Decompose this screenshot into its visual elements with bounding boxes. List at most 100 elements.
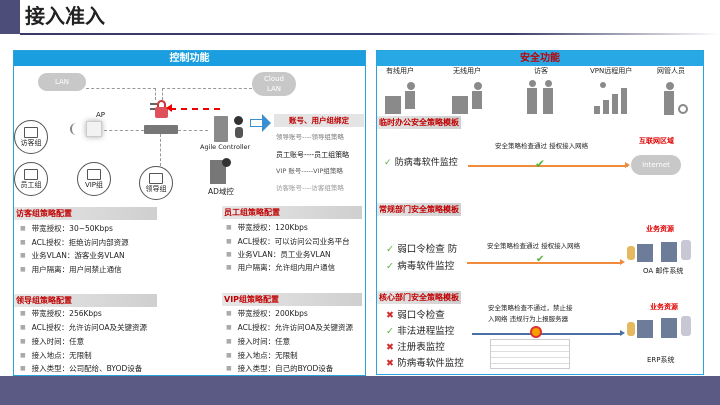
page-title: 接入准入 <box>25 4 105 28</box>
policy-item: 用户隔离：用户间禁止通信 <box>20 265 122 274</box>
check-item: ✖ 弱口令检查 <box>386 310 445 321</box>
check-label: 防病毒软件监控 <box>394 158 458 168</box>
user-type-label: 访客 <box>534 67 548 75</box>
laptop-icon <box>24 169 38 180</box>
arrow-head <box>620 330 628 336</box>
policy-item: ACL授权：允许访问OA及关键资源 <box>226 323 353 332</box>
pass-check-icon: ✔ <box>535 157 546 171</box>
check-pass-icon: ✓ <box>384 158 395 168</box>
laptop-icon <box>87 169 101 180</box>
binding-item: 访客账号----访客组策略 <box>276 184 344 192</box>
policy-item: 带宽授权：30~50Kbps <box>20 224 113 233</box>
group-staff: 员工组 <box>14 162 48 196</box>
check-pass-icon: ✓ <box>386 261 398 272</box>
group-label: VIP组 <box>84 181 104 189</box>
check-fail-icon: ✖ <box>386 358 398 369</box>
check-item: ✓ 病毒软件监控 <box>386 261 454 272</box>
check-pass-icon: ✓ <box>386 244 398 255</box>
check-label: 非法进程监控 <box>397 326 455 337</box>
policy-item: 接入地点：无限制 <box>226 351 298 360</box>
flow-text: 安全策略检查通过 授权接入网络 <box>487 242 581 250</box>
security-panel-header: 安全功能 <box>377 51 703 66</box>
database-icon <box>235 127 243 138</box>
check-item: ✓ 弱口令检查 防 <box>386 244 457 255</box>
template-core-title: 核心部门安全策略模板 <box>377 291 461 304</box>
link-line <box>104 130 144 131</box>
policy-item: 业务VLAN：游客业务VLAN <box>20 251 125 260</box>
flow-arrow <box>468 165 628 167</box>
policy-item: 接入时间：任意 <box>226 337 291 346</box>
desktop-icon <box>149 173 163 184</box>
check-label: 弱口令检查 <box>397 310 445 321</box>
policy-vip-title: VIP组策略配置 <box>222 293 362 306</box>
flow-text: 安全策略检查不通过，禁止接 <box>488 304 573 312</box>
arrow-head <box>620 259 628 265</box>
policy-item: ACL授权：拒绝访问内部资源 <box>20 238 129 247</box>
policy-item: 接入类型：自己的BYOD设备 <box>226 364 334 373</box>
zone-label: 互联网区域 <box>639 137 674 145</box>
check-fail-icon: ✖ <box>386 310 398 321</box>
check-item: ✓ 防病毒软件监控 <box>384 158 458 169</box>
erp-servers-icon <box>627 316 697 340</box>
visitor-handshake-icon <box>523 80 559 116</box>
policy-item: 接入时间：任意 <box>20 337 85 346</box>
policy-leader-title: 领导组策略配置 <box>14 294 157 307</box>
check-item: ✖ 注册表监控 <box>386 342 445 353</box>
title-accent-bar <box>0 0 20 34</box>
policy-item: 带宽授权：120Kbps <box>226 223 308 232</box>
user-type-label: 无线用户 <box>453 67 481 75</box>
laptop-icon <box>24 127 38 138</box>
check-pass-icon: ✓ <box>386 326 398 337</box>
flow-arrow <box>472 333 622 335</box>
arrow-head <box>166 104 172 112</box>
group-label: 领导组 <box>145 185 167 193</box>
link-line <box>160 134 161 166</box>
ap-label: AP <box>96 111 106 119</box>
user-type-label: 有线用户 <box>386 67 414 75</box>
group-label: 员工组 <box>20 181 42 189</box>
internet-cloud-icon: Internet <box>631 155 681 175</box>
check-fail-icon: ✖ <box>386 342 398 353</box>
wireless-user-icon <box>452 82 490 115</box>
flow-text: 入网络 违规行为上报服务器 <box>488 315 569 323</box>
lan-cloud-icon: LAN <box>38 73 86 91</box>
group-label: 访客组 <box>20 139 42 147</box>
agile-controller-server-icon <box>214 116 228 142</box>
policy-item: 用户隔离：允许组内用户通信 <box>226 263 336 272</box>
cloud-lan-label: Cloud LAN <box>264 75 284 93</box>
ap-icon <box>86 121 102 137</box>
check-item: ✖ 防病毒软件监控 <box>386 358 464 369</box>
flow-arrow <box>467 262 622 264</box>
zone-label: 业务资源 <box>650 303 678 311</box>
link-line <box>178 130 208 131</box>
lan-label: LAN <box>54 78 70 86</box>
binding-item: VIP 账号-----VIP组策略 <box>276 167 343 175</box>
target-label: OA 邮件系统 <box>643 267 684 275</box>
link-line <box>86 88 156 89</box>
oa-servers-icon <box>627 240 697 262</box>
link-line <box>162 88 252 89</box>
policy-item: ACL授权：允许访问OA及关键资源 <box>20 323 147 332</box>
ad-server-icon <box>210 160 226 184</box>
policy-item: 业务VLAN：员工业务VLAN <box>226 250 331 259</box>
ad-label: AD域控 <box>208 187 234 196</box>
vpn-remote-user-icon <box>594 82 630 115</box>
policy-item: 带宽授权：200Kbps <box>226 309 308 318</box>
link-line <box>162 88 163 100</box>
network-admin-icon <box>660 82 696 116</box>
footer-bar <box>0 376 720 405</box>
arrow-head <box>625 162 633 168</box>
user-type-label: 网管人员 <box>657 67 685 75</box>
binding-item: 员工账号----员工组策略 <box>276 151 350 159</box>
control-arrow <box>170 108 220 110</box>
ad-user-icon <box>222 158 231 167</box>
internet-label: Internet <box>642 161 670 169</box>
check-label: 防病毒软件监控 <box>397 358 464 369</box>
cloud-lan-icon: Cloud LAN <box>252 72 296 96</box>
agile-controller-label: Agile Controller <box>200 143 251 151</box>
policy-item: 接入类型：公司配给、BYOD设备 <box>20 364 143 373</box>
arrow-right-icon <box>250 119 262 127</box>
template-regular-title: 常规部门安全策略模板 <box>377 203 461 216</box>
link-line <box>155 88 156 100</box>
policy-item: ACL授权：可以访问公司业务平台 <box>226 237 350 246</box>
